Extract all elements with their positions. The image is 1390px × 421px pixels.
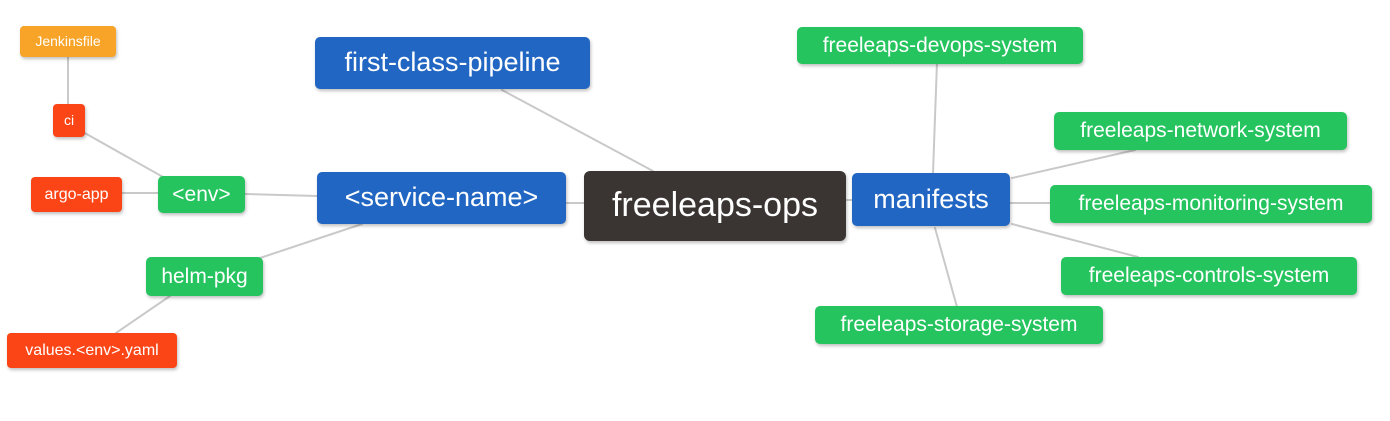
edge-manifests-devops-system xyxy=(932,61,938,174)
edge-manifests-storage-system xyxy=(934,227,958,308)
node-values-env-yaml[interactable]: values.<env>.yaml xyxy=(7,333,177,368)
edge-values-env-yaml-helm-pkg xyxy=(115,295,171,334)
edge-helm-pkg-service-name xyxy=(259,223,363,259)
node-first-class-pipeline[interactable]: first-class-pipeline xyxy=(315,37,590,89)
node-freeleaps-ops-root[interactable]: freeleaps-ops xyxy=(584,171,846,241)
edge-manifests-network-system xyxy=(1011,149,1136,179)
edge-first-class-pipeline-ops xyxy=(501,89,654,172)
edge-ci-env xyxy=(82,131,164,178)
node-freeleaps-network-system[interactable]: freeleaps-network-system xyxy=(1054,112,1347,150)
node-manifests[interactable]: manifests xyxy=(852,173,1010,226)
node-freeleaps-storage-system[interactable]: freeleaps-storage-system xyxy=(815,306,1103,344)
node-ci[interactable]: ci xyxy=(53,104,85,137)
edge-env-service-name xyxy=(244,193,318,197)
node-argo-app[interactable]: argo-app xyxy=(31,177,122,212)
node-freeleaps-devops-system[interactable]: freeleaps-devops-system xyxy=(797,27,1083,64)
node-jenkinsfile[interactable]: Jenkinsfile xyxy=(20,26,116,57)
node-env[interactable]: <env> xyxy=(158,176,245,213)
edge-manifests-controls-system xyxy=(1011,223,1139,258)
node-helm-pkg[interactable]: helm-pkg xyxy=(146,257,263,296)
node-freeleaps-controls-system[interactable]: freeleaps-controls-system xyxy=(1061,257,1357,295)
node-freeleaps-monitoring-system[interactable]: freeleaps-monitoring-system xyxy=(1050,185,1372,223)
node-service-name[interactable]: <service-name> xyxy=(317,172,566,224)
